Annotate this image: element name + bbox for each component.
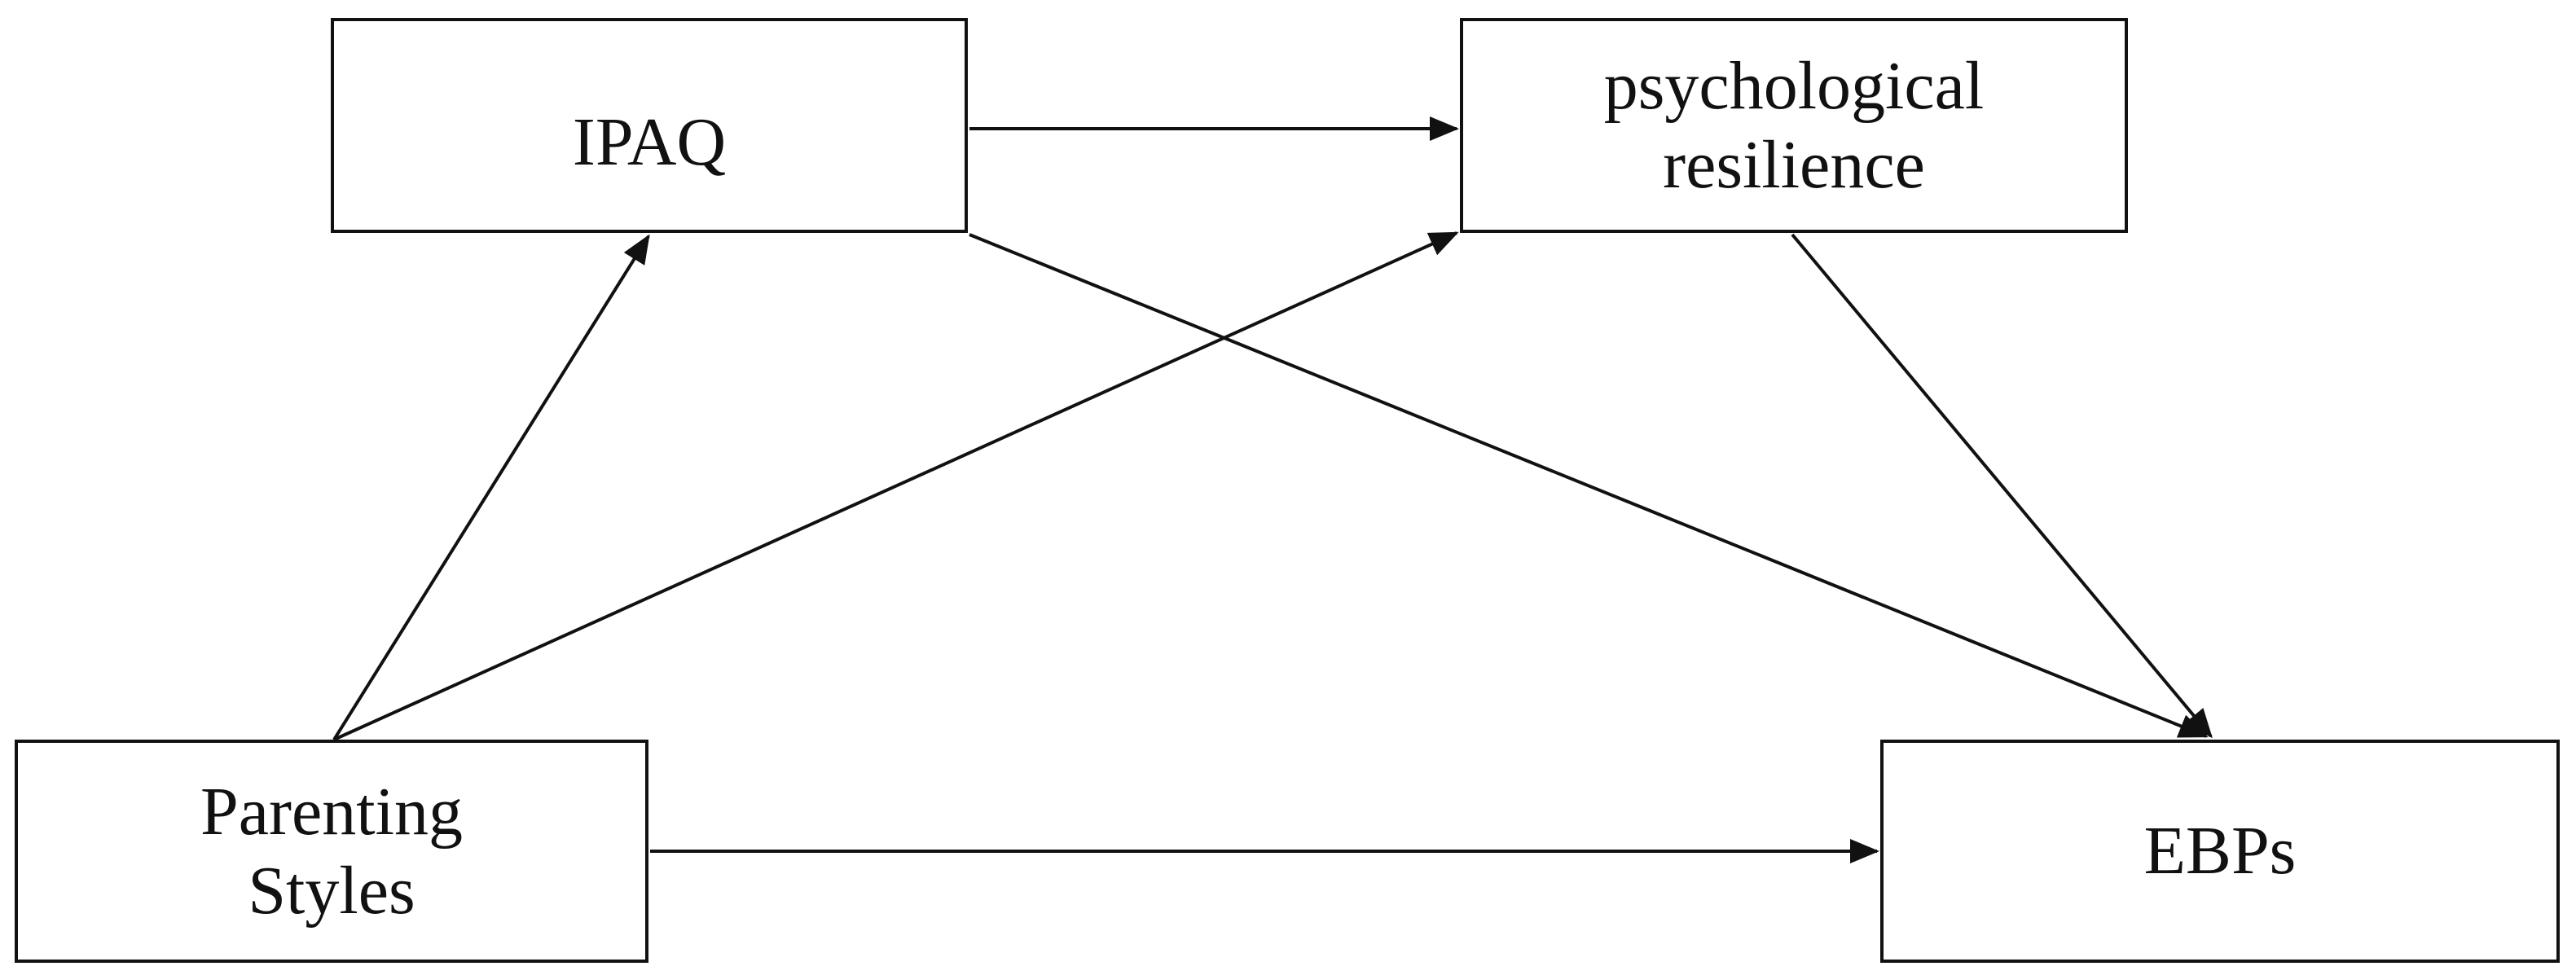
node-psychological-resilience: psychological resilience xyxy=(1460,18,2128,233)
node-parenting-line1: Parenting xyxy=(200,773,463,850)
node-ebps: EBPs xyxy=(1880,740,2560,963)
arrow-parenting-to-resilience xyxy=(333,231,1459,741)
node-resilience-line2: resilience xyxy=(1663,127,1925,203)
node-parenting-line2: Styles xyxy=(248,853,415,929)
node-ipaq: IPAQ xyxy=(331,18,968,233)
arrow-resilience-to-ebps xyxy=(1791,233,2213,739)
node-ipaq-label: IPAQ xyxy=(572,104,727,180)
node-ebps-label: EBPs xyxy=(2143,813,2297,889)
arrow-parenting-to-ipaq xyxy=(332,234,650,741)
node-resilience-line1: psychological xyxy=(1603,47,1985,124)
node-parenting-styles: Parenting Styles xyxy=(15,740,648,963)
arrow-ipaq-to-ebps xyxy=(969,233,2209,738)
